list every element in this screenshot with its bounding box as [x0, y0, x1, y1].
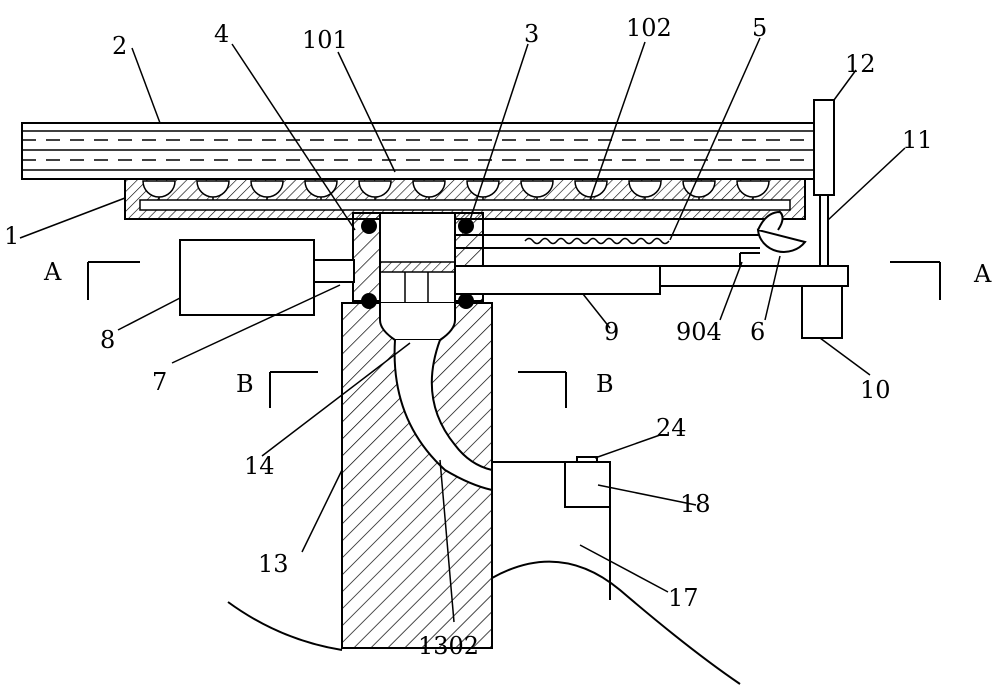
- part-17: [492, 456, 611, 600]
- suction-cups-101: [142, 180, 770, 200]
- section-marker-a-left: [87, 261, 140, 300]
- motor-8: [179, 239, 355, 316]
- section-marker-a-right: [890, 261, 941, 300]
- cylinder-9: [454, 252, 849, 295]
- label-9: 9: [604, 318, 619, 346]
- label-2: 2: [112, 32, 127, 60]
- label-24: 24: [656, 414, 687, 442]
- label-12: 12: [845, 50, 876, 78]
- label-section-a-right: A: [973, 260, 992, 288]
- joint-housing-4: [352, 212, 484, 309]
- label-11: 11: [902, 126, 933, 154]
- label-section-b-left: B: [236, 370, 254, 398]
- label-17: 17: [668, 584, 699, 612]
- label-1: 1: [4, 222, 19, 250]
- label-904: 904: [676, 318, 722, 346]
- label-10: 10: [860, 376, 891, 404]
- label-18: 18: [680, 490, 711, 518]
- section-marker-b-left: [269, 371, 318, 408]
- column-13: [341, 302, 493, 649]
- label-5: 5: [752, 14, 767, 42]
- label-101: 101: [302, 26, 348, 54]
- rod-5: [455, 234, 760, 249]
- label-6: 6: [750, 318, 765, 346]
- section-marker-b-right: [518, 371, 567, 408]
- ground-curve-right: [491, 560, 741, 685]
- leader-lines: [19, 37, 906, 623]
- label-section-b-right: B: [596, 370, 614, 398]
- label-section-a-left: A: [43, 258, 62, 286]
- ground-curve: [227, 601, 343, 651]
- block-10: [801, 285, 843, 339]
- label-102: 102: [626, 14, 672, 42]
- bracket-11: [819, 195, 829, 266]
- label-1302: 1302: [418, 632, 479, 660]
- sensor-12: [813, 99, 835, 196]
- label-8: 8: [100, 326, 115, 354]
- label-13: 13: [258, 550, 289, 578]
- part-6: [756, 210, 807, 253]
- label-14: 14: [244, 452, 275, 480]
- top-plate-2: [21, 122, 821, 180]
- label-7: 7: [152, 368, 167, 396]
- label-4: 4: [214, 20, 229, 48]
- label-3: 3: [524, 20, 539, 48]
